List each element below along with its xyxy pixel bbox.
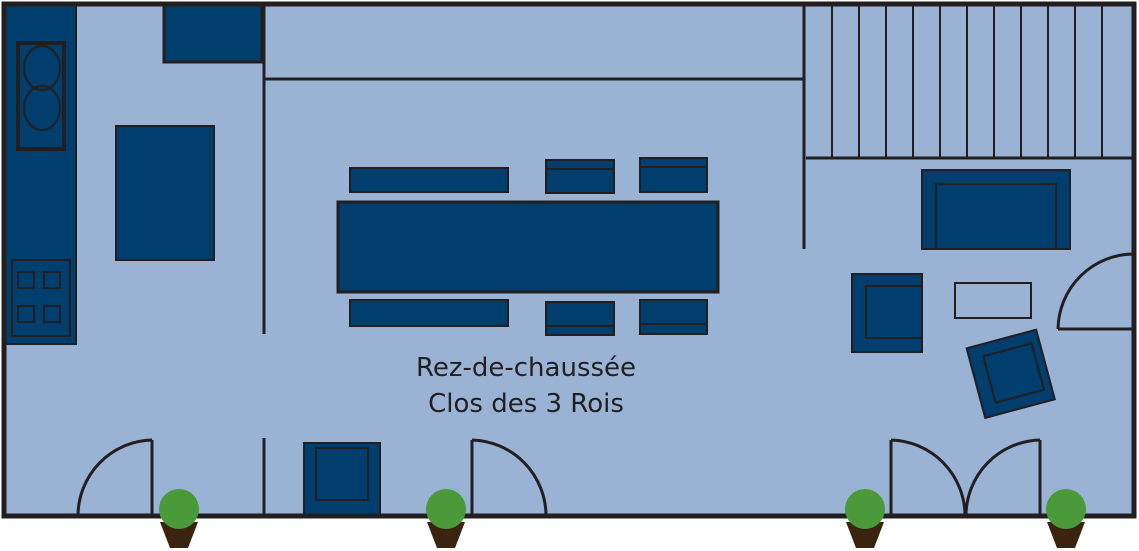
dining-chair	[639, 299, 708, 335]
sofa	[921, 169, 1071, 250]
interior-walls	[262, 4, 806, 516]
door-swing-icon	[1056, 252, 1135, 331]
dining-chair	[639, 157, 708, 193]
staircase-icon	[806, 4, 1134, 160]
dining-table	[336, 200, 720, 294]
door-swing-icon	[889, 438, 1042, 517]
armchair	[851, 273, 923, 353]
door-swing-icon	[76, 438, 154, 517]
armchair	[303, 442, 381, 517]
bench-bottom	[349, 299, 509, 327]
double-sink-icon	[16, 41, 66, 151]
armchair	[965, 328, 1057, 420]
plan-subtitle: Clos des 3 Rois	[428, 389, 624, 419]
potted-plant-icon	[845, 489, 885, 548]
cooktop-icon	[11, 259, 71, 337]
kitchen-island	[115, 125, 215, 261]
potted-plant-icon	[426, 489, 466, 548]
exterior-walls	[1, 1, 1137, 519]
dining-chair	[545, 159, 615, 194]
plan-title: Rez-de-chaussée	[416, 353, 636, 383]
door-swing-icon	[470, 438, 548, 517]
potted-plant-icon	[159, 489, 199, 548]
kitchen-wall-cabinet	[162, 2, 264, 64]
coffee-table	[954, 282, 1032, 319]
dining-chair	[545, 301, 615, 336]
bench-top	[349, 167, 509, 193]
potted-plant-icon	[1046, 489, 1086, 548]
